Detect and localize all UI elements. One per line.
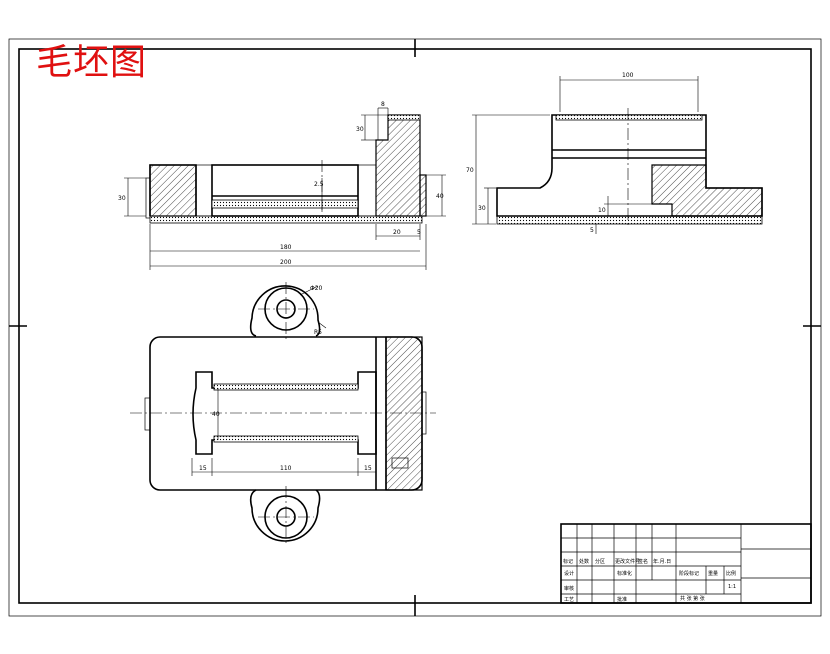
tb-sheet-label: 共 张 第 张 [680,595,705,602]
front-dim-left-height: 30 [118,195,126,202]
top-dim-slot-length: 110 [280,465,292,472]
tb-sign: 签名 [638,558,648,565]
front-dim-bottom-right-small: 5 [417,229,421,236]
side-dim-overall-height: 70 [466,167,474,174]
top-dim-boss-radius: R5 [314,329,322,336]
tb-weight-label: 重量 [708,570,718,577]
tb-approve: 批准 [617,596,627,603]
tb-scale-value: 1:1 [728,584,736,590]
tb-scale-label: 比例 [726,570,736,577]
side-view: 100 70 30 10 5 [466,72,763,234]
tb-standardize: 标准化 [617,570,632,577]
top-dim-slot-height: 40 [212,411,220,418]
tb-design: 设计 [564,570,574,577]
tb-process: 工艺 [564,597,574,603]
tb-review: 审核 [564,585,574,592]
front-dim-inner-length: 180 [280,244,292,251]
front-dim-right-height: 40 [436,193,444,200]
front-dim-top-width: 8 [381,101,385,108]
top-view: Φ20 R5 40 15 110 15 [130,282,436,546]
drawing-title: 毛坯图 [36,42,147,83]
title-block: 标记 处数 分区 更改文件号 签名 年.月.日 设计 标准化 审核 工艺 批准 … [560,523,812,604]
tb-zone: 分区 [595,558,605,565]
tb-stage-label: 阶段标记 [679,570,699,577]
front-dim-overall-length: 200 [280,259,292,266]
side-dim-lower-height: 30 [478,205,486,212]
tb-count: 处数 [579,558,589,565]
front-dim-center: 2.5 [314,181,324,188]
side-dim-small-offset: 5 [590,227,594,234]
tb-change-doc: 更改文件号 [615,558,640,565]
side-dim-top-width: 100 [622,72,634,79]
side-dim-step-height: 10 [598,207,606,214]
top-dim-right-width: 15 [364,465,372,472]
front-view: 8 30 30 2.5 40 20 5 180 200 [118,101,446,270]
tb-mark: 标记 [563,558,573,565]
tb-date: 年.月.日 [653,558,671,565]
front-dim-bottom-right: 20 [393,229,401,236]
centering-marks [9,39,821,616]
top-dim-left-width: 15 [199,465,207,472]
front-dim-top-height: 30 [356,126,364,133]
top-dim-hole-dia: Φ20 [310,285,323,292]
